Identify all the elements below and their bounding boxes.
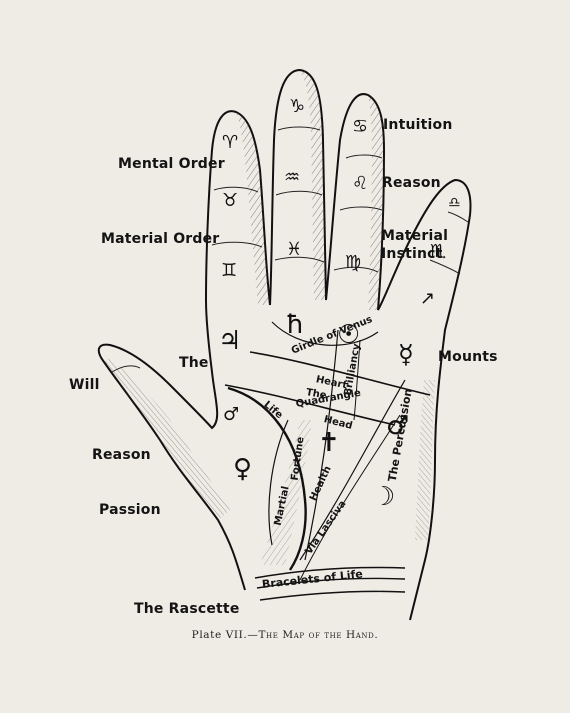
martial-line	[268, 419, 289, 546]
label-mounts: Mounts	[438, 349, 498, 365]
label-the-rascette: The Rascette	[134, 601, 240, 617]
libra-icon: ♎	[448, 195, 461, 211]
finger-shading-middle	[300, 70, 326, 300]
virgo-icon: ♍	[345, 252, 362, 273]
venus-icon: ♀	[233, 454, 253, 484]
dagger-icon: ✝	[318, 428, 340, 458]
mars-palm-icon: ♂	[386, 411, 410, 441]
cancer-icon: ♋	[352, 116, 369, 137]
girdle-of-venus	[271, 321, 379, 346]
label-the: The	[179, 355, 209, 371]
percussion-shading	[415, 380, 435, 540]
label-reason-thumb: Reason	[92, 447, 151, 463]
caption-dash: —	[247, 629, 259, 641]
via-lasciva	[299, 414, 401, 581]
saturn-icon: ħ	[286, 310, 305, 340]
plate-caption: Plate VII.—The Map of the Hand.	[0, 629, 570, 641]
head-line	[224, 384, 396, 426]
label-will: Will	[69, 377, 100, 393]
sun-icon: ☉	[337, 320, 361, 350]
aquarius-icon: ♒	[284, 167, 301, 188]
label-passion: Passion	[99, 502, 161, 518]
life-line	[227, 386, 307, 571]
caption-title: The Map of the Hand.	[258, 629, 379, 641]
jupiter-icon: ♃	[218, 326, 242, 356]
sagittarius-icon: ↗	[420, 288, 436, 309]
label-intuition: Intuition	[383, 117, 453, 133]
finger-shading	[236, 112, 270, 305]
label-reason-top: Reason	[382, 175, 441, 191]
fortune-line	[304, 329, 339, 561]
brilliancy-line	[353, 339, 361, 421]
health-line	[299, 379, 406, 561]
finger-shading-ring	[368, 95, 384, 310]
gemini-icon: ♊	[221, 260, 238, 281]
heart-line	[249, 351, 431, 396]
pisces-icon: ♓	[286, 239, 303, 260]
label-material-order: Material Order	[101, 231, 220, 247]
mars-thumb-icon: ♂	[223, 404, 240, 425]
capricorn-icon: ♑	[289, 96, 306, 117]
label-material-instinct-1: Material	[381, 228, 449, 244]
caption-plate: Plate VII.	[191, 629, 248, 641]
palm-shading	[260, 420, 312, 565]
label-mental-order: Mental Order	[118, 156, 225, 172]
scorpio-icon: ♏	[430, 241, 447, 262]
moon-icon: ☽	[372, 482, 396, 512]
leo-icon: ♌	[352, 173, 369, 194]
aries-icon: ♈	[222, 132, 239, 153]
taurus-icon: ♉	[222, 190, 239, 211]
thumb-shading	[104, 358, 230, 520]
label-material-instinct-2: Instinct	[381, 246, 443, 262]
bracelets-lines	[254, 566, 406, 601]
palm-lines	[224, 321, 431, 581]
mercury-icon: ☿	[398, 340, 414, 370]
hand-outline	[97, 68, 472, 621]
